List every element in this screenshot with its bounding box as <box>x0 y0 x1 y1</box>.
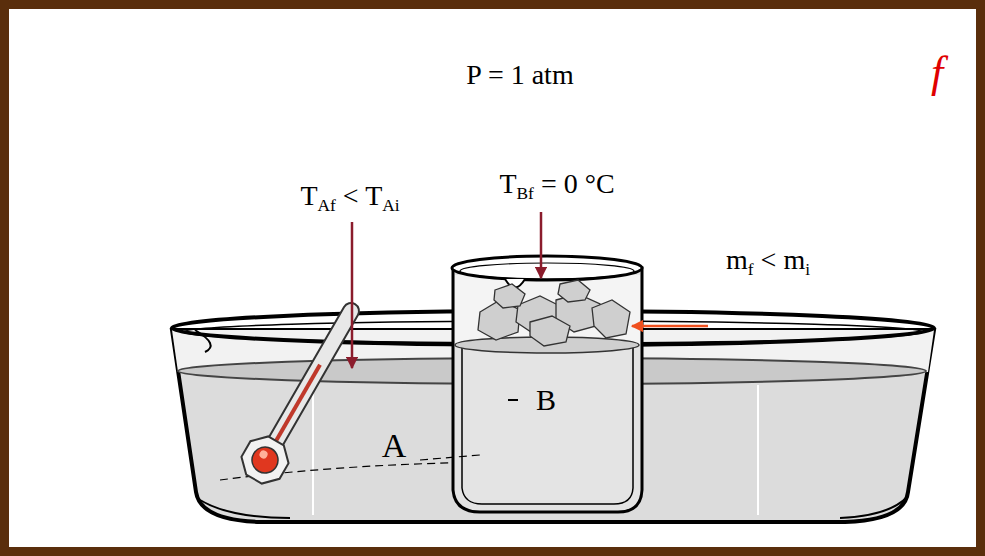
ice-cubes <box>478 280 630 346</box>
mass-label: mf < mi <box>726 246 810 278</box>
part-letter: B <box>536 385 556 415</box>
part-letter: A <box>382 429 407 463</box>
temperature-label: TBf = 0 °C <box>499 170 614 202</box>
pressure-label: P = 1 atm <box>466 61 573 89</box>
beaker-B <box>452 256 642 512</box>
state-letter: f <box>931 51 943 95</box>
temperature-label: TAf < TAi <box>300 182 399 214</box>
leader-arrow <box>632 325 708 328</box>
leader-line <box>420 455 480 460</box>
leader-arrow <box>540 212 543 278</box>
leader-arrow <box>351 222 354 368</box>
